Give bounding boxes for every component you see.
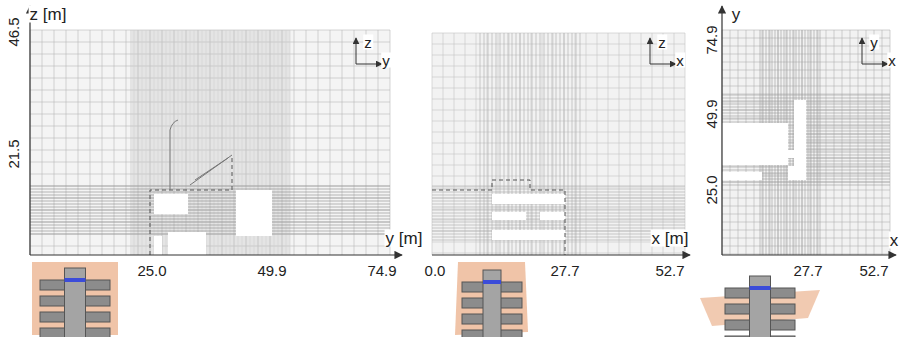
axis-label: 27.7: [792, 263, 823, 278]
axis-tick-label: 25.0: [704, 174, 719, 205]
axis-label: y [m]: [385, 230, 424, 247]
axis-label: z: [657, 35, 667, 50]
axis-tick-label: 49.9: [704, 98, 719, 129]
axis-label: y: [731, 6, 742, 23]
axis-label: z [m]: [29, 6, 68, 23]
axis-label: 49.9: [256, 263, 287, 278]
axis-label: x: [887, 53, 897, 68]
axis-label: 52.7: [654, 263, 685, 278]
axis-label: x: [675, 53, 685, 68]
axis-label: 74.9: [366, 263, 397, 278]
axis-tick-label: 46.5: [6, 16, 21, 47]
axis-label: y: [381, 53, 391, 68]
axis-tick-label: 21.5: [6, 138, 21, 169]
axis-tick-label: 74.9: [704, 24, 719, 55]
axis-label: 0.0: [424, 263, 447, 278]
axis-label: y: [869, 35, 879, 50]
axis-label: x [m]: [651, 230, 690, 247]
axis-label: x: [889, 232, 900, 249]
axis-label: z: [363, 35, 373, 50]
axis-label: 27.7: [549, 263, 580, 278]
axis-label: 52.7: [858, 263, 889, 278]
axis-label: 25.0: [136, 263, 167, 278]
